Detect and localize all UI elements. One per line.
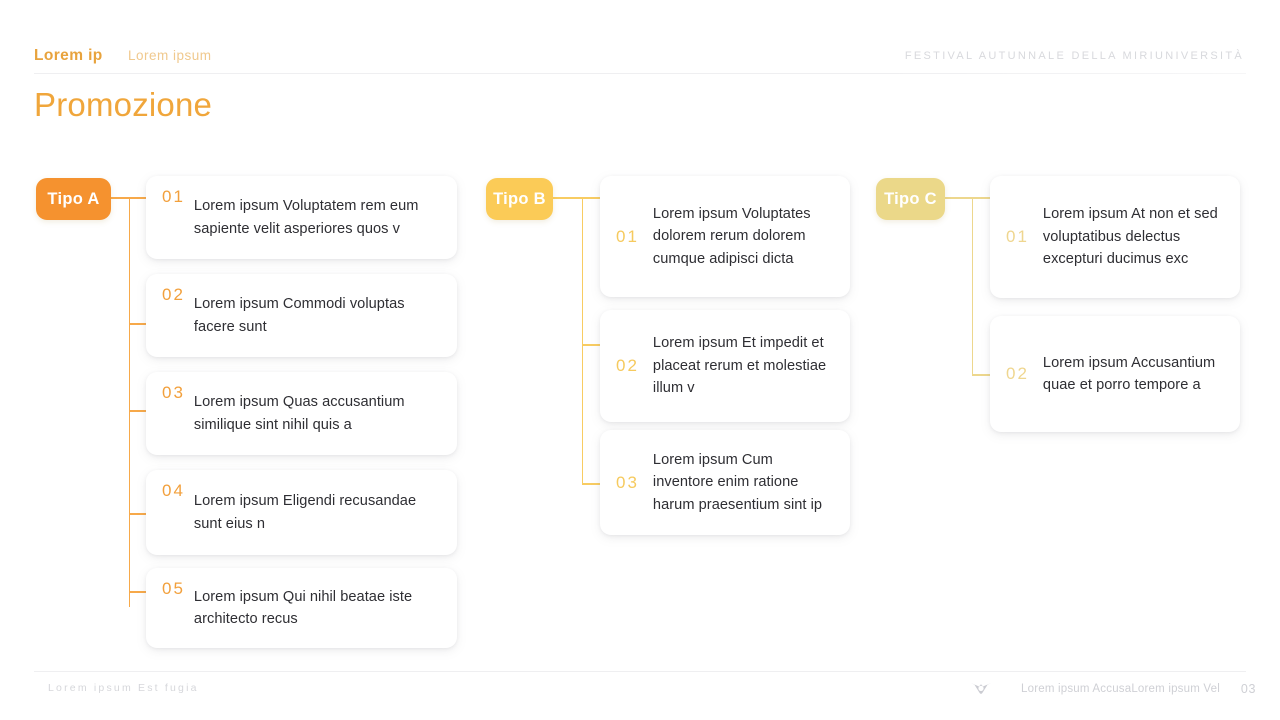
- card-number-b-01: 01: [616, 226, 639, 246]
- page-title: Promozione: [34, 86, 213, 123]
- badge-c[interactable]: Tipo C: [876, 178, 945, 220]
- header-divider: [34, 73, 1246, 74]
- card-text-a-02: Lorem ipsum Commodi voluptas facere sunt: [193, 296, 405, 335]
- footer-brand-icon: [968, 679, 994, 699]
- badge-label-b: Tipo B: [493, 189, 546, 208]
- card-number-a-02: 02: [162, 285, 185, 304]
- card-b-01[interactable]: 01 Lorem ipsum Voluptates dolorem rerum d…: [600, 176, 850, 297]
- card-b-03[interactable]: 03 Lorem ipsum Cum inventore enim ratione…: [600, 430, 850, 535]
- header-subtitle: Lorem ipsum: [128, 48, 212, 63]
- connector-stub-a-03: [128, 410, 146, 412]
- badge-a[interactable]: Tipo A: [36, 178, 111, 220]
- connector-stub-b-02: [581, 344, 604, 346]
- connector-stub-a-01: [128, 197, 146, 199]
- card-text-b-01: Lorem ipsum Voluptates dolorem rerum dol…: [652, 205, 811, 267]
- footer-right-text: Lorem ipsum AccusaLorem ipsum Vel: [1021, 683, 1220, 695]
- card-text-a-05: Lorem ipsum Qui nihil beatae iste archit…: [193, 588, 413, 628]
- card-a-05[interactable]: 05 Lorem ipsum Qui nihil beatae iste arch…: [146, 568, 457, 648]
- card-text-b-03: Lorem ipsum Cum inventore enim ratione h…: [652, 451, 823, 513]
- card-number-a-04: 04: [162, 481, 185, 500]
- slide-header: Lorem ip Lorem ipsum FESTIVAL AUTUNNALE …: [0, 0, 1280, 74]
- card-number-b-03: 03: [616, 472, 639, 492]
- connector-stub-badge-a: [111, 197, 130, 199]
- card-c-02[interactable]: 02 Lorem ipsum Accusantium quae et porro …: [990, 316, 1240, 432]
- card-number-a-03: 03: [162, 383, 185, 402]
- card-number-b-02: 02: [616, 356, 639, 375]
- card-text-a-04: Lorem ipsum Eligendi recusandae sunt eiu…: [193, 493, 417, 532]
- connector-stub-c-01: [971, 197, 994, 199]
- connector-stub-b-01: [581, 197, 604, 199]
- connector-line-vertical-c: [971, 198, 974, 375]
- footer-page-number: 03: [1240, 682, 1256, 696]
- card-text-c-01: Lorem ipsum At non et sed voluptatibus d…: [1042, 206, 1218, 268]
- connector-stub-a-02: [128, 323, 146, 325]
- card-text-c-02: Lorem ipsum Accusantium quae et porro te…: [1042, 354, 1216, 394]
- card-text-a-03: Lorem ipsum Quas accusantium similique s…: [193, 394, 405, 433]
- footer-divider: [34, 671, 1246, 672]
- connector-stub-badge-c: [943, 197, 973, 199]
- card-text-a-01: Lorem ipsum Voluptatem rem eum sapiente …: [193, 198, 419, 237]
- card-number-c-01: 01: [1006, 227, 1029, 246]
- badge-label-c: Tipo C: [884, 189, 937, 208]
- badge-b[interactable]: Tipo B: [486, 178, 553, 220]
- card-number-a-01: 01: [162, 187, 185, 206]
- header-logo-text: Lorem ip: [34, 47, 103, 64]
- card-number-a-05: 05: [162, 579, 185, 598]
- connector-stub-b-03: [581, 483, 604, 485]
- card-text-b-02: Lorem ipsum Et impedit et placeat rerum …: [652, 335, 827, 397]
- footer-left-text: Lorem ipsum Est fugia: [48, 682, 199, 694]
- connector-line-vertical-b: [581, 198, 584, 484]
- card-b-02[interactable]: 02 Lorem ipsum Et impedit et placeat reru…: [600, 310, 850, 422]
- card-c-01[interactable]: 01 Lorem ipsum At non et sed voluptatibus…: [990, 176, 1240, 298]
- connector-stub-a-05: [128, 591, 146, 593]
- badge-label-a: Tipo A: [47, 189, 100, 208]
- connector-stub-a-04: [128, 513, 146, 515]
- connector-stub-c-02: [971, 374, 994, 376]
- connector-stub-badge-b: [553, 197, 583, 199]
- header-event-name: FESTIVAL AUTUNNALE DELLA MIRIUNIVERSITÀ: [904, 50, 1244, 62]
- card-number-c-02: 02: [1006, 364, 1029, 383]
- connector-line-vertical-a: [128, 198, 131, 607]
